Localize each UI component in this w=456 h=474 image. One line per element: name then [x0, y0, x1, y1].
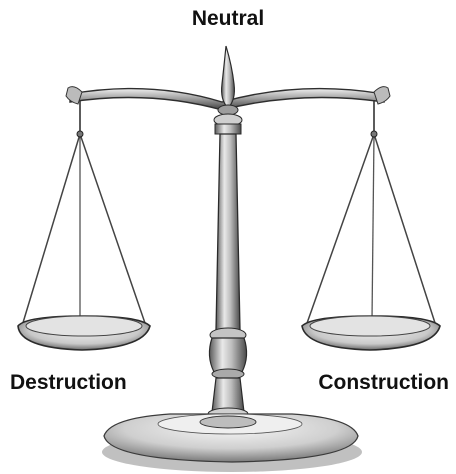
right-pan: [302, 100, 440, 350]
scale-post: [208, 134, 248, 420]
label-destruction: Destruction: [10, 372, 127, 393]
scale-base: [102, 414, 362, 472]
label-neutral: Neutral: [0, 8, 456, 29]
label-construction: Construction: [318, 372, 449, 393]
scale-finial: [214, 46, 242, 134]
left-pan: [18, 100, 150, 350]
